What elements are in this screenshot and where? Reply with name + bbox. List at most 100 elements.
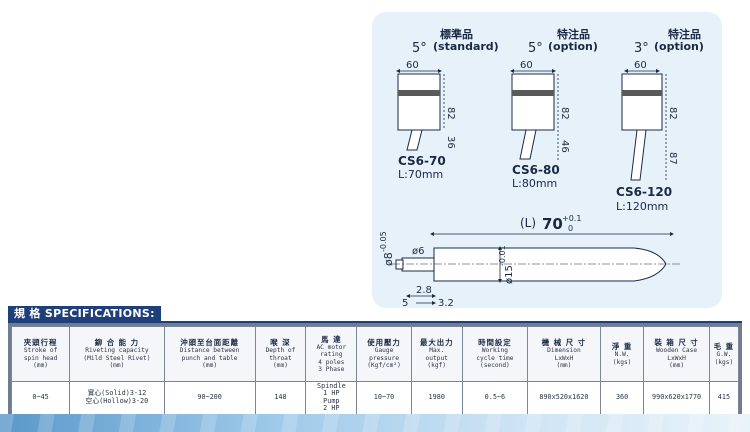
column-header-en: punch and table bbox=[181, 354, 238, 362]
body-dim: 82 bbox=[445, 107, 456, 120]
column-header-en: (second) bbox=[479, 362, 510, 370]
column-header-en: (Mild Steel Rivet) bbox=[83, 354, 151, 362]
body-tolerance: -0.01 bbox=[498, 245, 507, 266]
column-header-en: Distance between bbox=[179, 347, 240, 355]
grade-label: 特注品 bbox=[668, 27, 701, 41]
column-header-en: Wooden Case bbox=[656, 347, 698, 355]
model-name: CS6-80 bbox=[512, 163, 560, 177]
cell-line: 990x620x1770 bbox=[652, 393, 702, 402]
length-value: 70 bbox=[542, 215, 563, 233]
column-header-en: (mm) bbox=[669, 362, 685, 370]
column-header-zh: 夾頭行程 bbox=[23, 338, 58, 348]
grade-en-label: (standard) bbox=[433, 40, 499, 53]
tip-dim: 36 bbox=[445, 136, 456, 149]
grade-label: 特注品 bbox=[557, 27, 590, 41]
angle-label: 5° bbox=[412, 41, 427, 56]
angle-label: 3° bbox=[634, 41, 649, 56]
cell-line: 148 bbox=[274, 393, 287, 402]
body-dim: 82 bbox=[667, 107, 678, 120]
shank-tolerance: -0.05 bbox=[379, 231, 388, 252]
model-length: L:70mm bbox=[398, 168, 443, 181]
column-header-en: (Kgf/cm²) bbox=[367, 362, 401, 370]
cell-line: 10~70 bbox=[373, 393, 395, 402]
column-header-zh: 機 械 尺 寸 bbox=[541, 338, 587, 348]
cell-line: Spindle bbox=[317, 382, 346, 390]
dim-a: 2.8 bbox=[416, 285, 432, 296]
shank-diameter: ø8 bbox=[382, 252, 395, 266]
column-header-en: LxWxH bbox=[667, 354, 686, 362]
column-header-en: (mm) bbox=[556, 362, 572, 370]
angle-label: 5° bbox=[528, 41, 543, 56]
technical-drawing: 標準品 5° (standard) 60 82 36 CS6-70 L:70mm… bbox=[379, 27, 704, 308]
column-header-en: Gauge bbox=[374, 347, 394, 355]
column-header-en: spin head bbox=[23, 354, 58, 362]
spin-head-cs6-120: 特注品 3° (option) 60 82 87 CS6-120 L:120mm bbox=[616, 27, 704, 213]
decorative-wave-band bbox=[0, 414, 750, 432]
grade-en-label: (option) bbox=[654, 40, 704, 53]
table-cell: 990x620x1770 bbox=[643, 381, 710, 415]
page-background bbox=[0, 0, 375, 300]
column-header-zh: 裝 箱 尺 寸 bbox=[654, 338, 699, 348]
rivet-tool-drawing: (L) 70 +0.1 0 ø8 -0.05 ø6 ø15 -0.01 2.8 … bbox=[379, 214, 682, 308]
heading-rule bbox=[8, 321, 742, 323]
column-header-en: 4 poles bbox=[318, 358, 345, 366]
dim-b: 3.2 bbox=[438, 298, 454, 308]
length-tol-upper: +0.1 bbox=[562, 214, 581, 223]
column-header-en: Stroke of bbox=[23, 347, 58, 355]
column-header-zh: 喉 深 bbox=[270, 338, 291, 348]
column-header-en: (mm) bbox=[33, 362, 49, 370]
table-cell: 1980 bbox=[410, 381, 463, 415]
grade-label: 標準品 bbox=[440, 27, 473, 41]
column-header-en: Depth of bbox=[265, 347, 296, 355]
column-header-zh: 時間設定 bbox=[478, 338, 512, 348]
width-dim: 60 bbox=[634, 60, 647, 71]
column-header-en: (mm) bbox=[273, 362, 288, 370]
model-name: CS6-120 bbox=[616, 185, 672, 199]
body-dim: 82 bbox=[559, 107, 570, 120]
column-header-en: 3 Phase bbox=[318, 365, 345, 373]
column-header-en: (mm) bbox=[109, 362, 125, 370]
cell-line: 0~45 bbox=[32, 393, 49, 402]
column-header-en: N.W. bbox=[614, 351, 630, 359]
column-header-en: throat bbox=[269, 354, 292, 362]
cell-line: 1 HP bbox=[323, 389, 340, 398]
cell-line: 90~200 bbox=[197, 393, 222, 402]
drawing-panel: 標準品 5° (standard) 60 82 36 CS6-70 L:70mm… bbox=[372, 12, 722, 308]
column-header-zh: 淨 重 bbox=[611, 342, 633, 352]
tip-dim: 87 bbox=[667, 152, 678, 165]
length-tol-lower: 0 bbox=[568, 224, 573, 233]
column-header-en: Max. bbox=[429, 347, 445, 355]
table-cell: 0.5~6 bbox=[461, 381, 529, 415]
column-header-en: pressure bbox=[369, 354, 399, 362]
column-header-en: (kgs) bbox=[714, 358, 734, 366]
tip-diameter: ø6 bbox=[412, 246, 424, 257]
grade-en-label: (option) bbox=[548, 40, 598, 53]
cell-line: 1980 bbox=[428, 393, 445, 402]
column-header-zh: 最大出力 bbox=[419, 338, 454, 348]
tip-dim: 46 bbox=[559, 140, 570, 153]
table-cell: 10~70 bbox=[356, 381, 412, 415]
column-header-en: rating bbox=[320, 351, 343, 359]
column-header-en: Riveting capacity bbox=[85, 347, 149, 355]
model-length: L:120mm bbox=[616, 200, 668, 213]
model-length: L:80mm bbox=[512, 177, 557, 190]
column-header-en: (mm) bbox=[202, 362, 218, 370]
body-diameter: ø15 bbox=[504, 265, 515, 284]
column-header-en: AC motor bbox=[316, 343, 347, 351]
column-header-en: cycle time bbox=[476, 354, 514, 362]
cell-line: 2 HP bbox=[323, 404, 340, 413]
column-header-en: G.W. bbox=[716, 351, 732, 359]
